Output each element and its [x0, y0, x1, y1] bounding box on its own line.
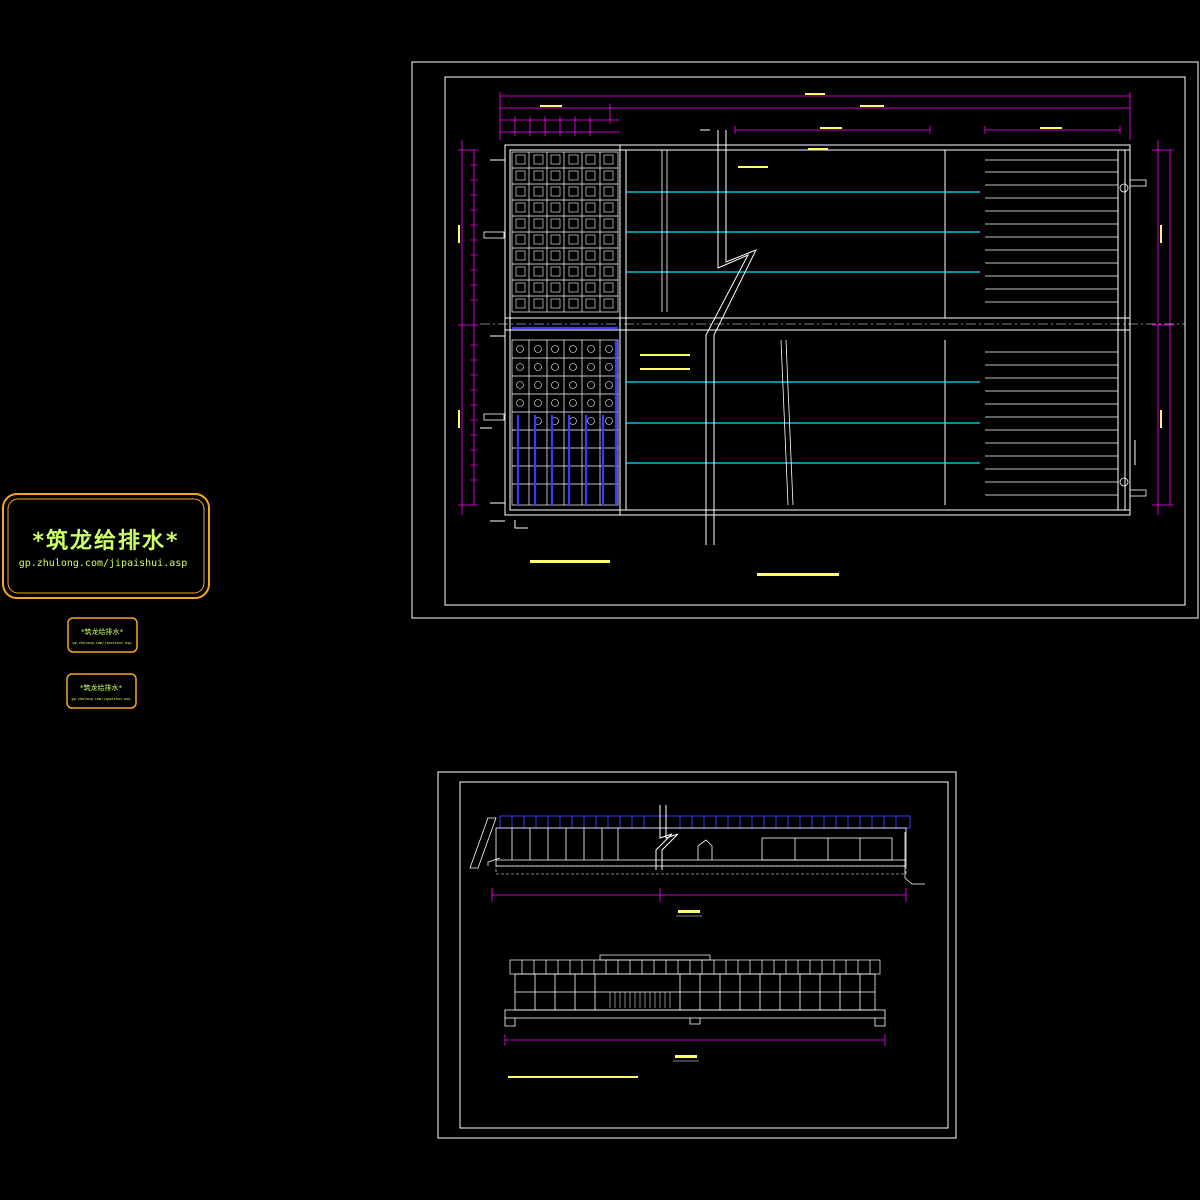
watermark-small-url-1: gp.zhulong.com/jipaishui.asp — [72, 641, 131, 645]
plan-distribution-lines-upper — [985, 159, 1118, 303]
plan-internal-walls — [661, 150, 794, 506]
section-1-1-title-mark — [678, 910, 700, 913]
plan-distribution-lines-lower — [985, 351, 1118, 496]
section-1-1-dimensions — [491, 888, 907, 902]
plan-top-dimensions — [499, 92, 1131, 140]
plan-section-markers — [480, 129, 1136, 529]
sheet-plan-inner-border — [444, 76, 1186, 606]
plan-dimension-numbers — [458, 93, 1162, 428]
plan-blue-riser-pipes — [512, 326, 618, 505]
section-2-2 — [504, 954, 886, 1078]
watermark-url: gp.zhulong.com/jipaishui.asp — [19, 558, 188, 569]
plan-cyan-pipes — [626, 191, 980, 464]
watermark-small-frame-1 — [67, 617, 138, 653]
sheet-plan-outer-border — [411, 61, 1199, 619]
section-2-2-note-mark — [508, 1076, 638, 1078]
section-2-2-structure — [504, 973, 886, 1027]
section-2-2-hatching — [609, 992, 671, 1008]
plan-break-line-right — [713, 130, 758, 545]
plan-lower-cell-grid — [511, 339, 619, 506]
sheet-plan — [411, 61, 1199, 619]
watermark-frame-inner — [7, 498, 205, 594]
plan-lower-cell-circles — [516, 345, 613, 425]
watermark-small-url-2: gp.zhulong.com/jipaishui.asp — [71, 697, 130, 701]
section-2-2-top-grid — [509, 954, 881, 975]
plan-tank-outline — [504, 144, 1131, 516]
plan-upper-cell-marks — [515, 154, 614, 309]
section-1-1 — [469, 805, 925, 917]
section-1-1-foundation — [495, 865, 907, 875]
watermark-small-title-2: *筑龙给排水* — [80, 683, 122, 692]
sheet-sections-inner-border — [459, 781, 949, 1129]
sheet-sections-outer-border — [437, 771, 957, 1139]
watermark-frame-outer — [2, 493, 210, 599]
sheet-sections — [437, 771, 957, 1139]
section-2-2-dimensions — [504, 1034, 886, 1046]
plan-left-ticks — [470, 164, 478, 481]
section-2-2-title-mark — [675, 1055, 697, 1058]
section-1-1-break-line — [655, 805, 673, 870]
plan-left-dimensions — [458, 140, 478, 515]
plan-label-marks — [530, 148, 839, 576]
plan-break-line-left — [705, 130, 750, 545]
watermark-group: *筑龙给排水* gp.zhulong.com/jipaishui.asp *筑龙… — [2, 493, 210, 709]
watermark-small-frame-2 — [66, 673, 137, 709]
watermark-small-title-1: *筑龙给排水* — [81, 627, 123, 636]
watermark-title: *筑龙给排水* — [32, 528, 179, 554]
plan-right-fittings — [483, 179, 1147, 497]
plan-right-dimensions — [1152, 140, 1174, 515]
section-1-1-top-grid — [499, 815, 911, 829]
section-1-1-break-line-2 — [661, 805, 679, 870]
plan-upper-cell-grid — [511, 151, 619, 313]
